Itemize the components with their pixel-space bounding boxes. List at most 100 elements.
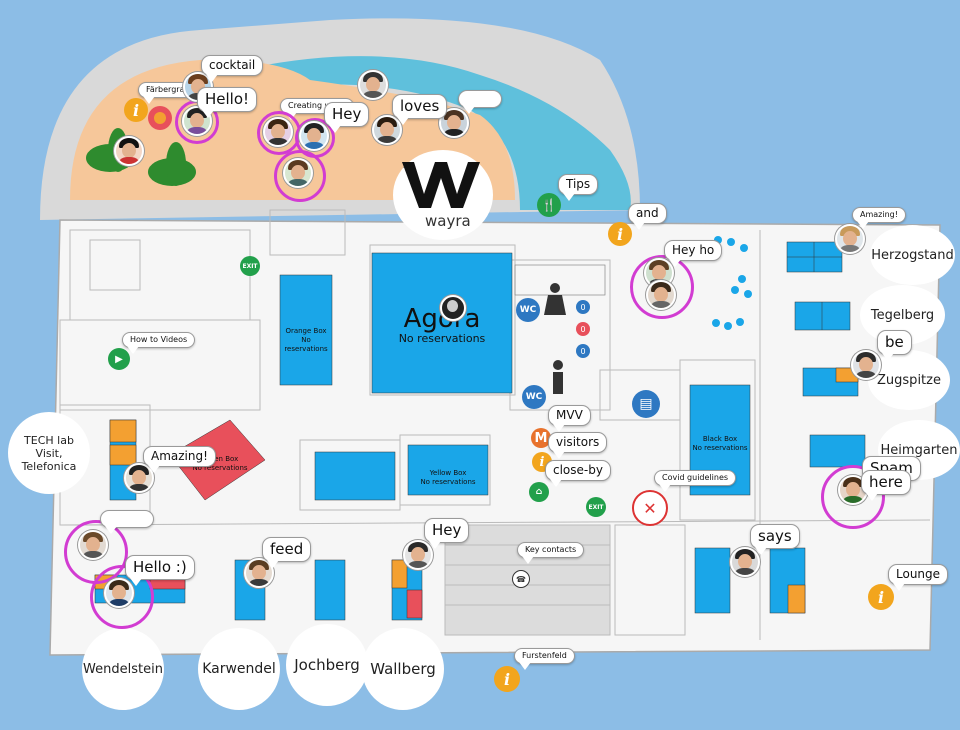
how-to-text: How to Videos [130, 335, 188, 344]
chat-bubble[interactable]: says [750, 524, 800, 555]
chat-bubble[interactable]: cocktail [201, 55, 264, 82]
room-orange-box[interactable]: Orange Box No reservations [280, 325, 332, 355]
contacts-icon[interactable]: ☎ [512, 570, 530, 588]
printer-icon[interactable]: ▤ [632, 390, 660, 418]
chat-text: loves [400, 97, 440, 115]
user-avatar[interactable] [358, 70, 388, 100]
presence-ring [630, 255, 694, 319]
key-contacts-text: Key contacts [525, 545, 577, 554]
user-avatar[interactable] [263, 117, 293, 147]
room-wallberg-label: Wallberg [370, 660, 436, 678]
room-wallberg[interactable]: Wallberg [362, 628, 444, 710]
chat-bubble-empty[interactable] [458, 90, 502, 114]
wc-label: WC [519, 305, 537, 315]
key-contacts-bubble[interactable]: Key contacts [517, 542, 585, 564]
room-yellow-box-status: No reservations [420, 478, 476, 486]
agora-speaker-icon[interactable] [440, 295, 466, 321]
tips-bubble[interactable]: Tips [558, 174, 599, 201]
chat-bubble[interactable]: loves [392, 94, 448, 125]
user-avatar[interactable] [646, 280, 676, 310]
tips-icon[interactable]: 🍴 [537, 193, 561, 217]
room-herzogstand[interactable]: Herzogstand [870, 225, 955, 285]
user-avatar[interactable] [851, 350, 881, 380]
exit-glyph: EXIT [588, 503, 604, 511]
pool [240, 56, 631, 211]
room-jochberg[interactable]: Jochberg [286, 624, 368, 706]
room-agora[interactable]: Agora No reservations [372, 290, 512, 360]
chat-bubble[interactable]: Hey ho [664, 240, 723, 267]
nearby-icon[interactable]: ⌂ [529, 482, 549, 502]
user-avatar[interactable] [104, 578, 134, 608]
room-wendelstein[interactable]: Wendelstein [82, 628, 164, 710]
mvv-letter: M [534, 430, 548, 446]
room-herzogstand-label: Herzogstand [871, 247, 954, 263]
covid-text: Covid guidelines [662, 473, 729, 482]
room-green-box-name: Green Box [201, 455, 239, 463]
room-green-box[interactable]: Green Box No reservations [180, 450, 260, 478]
covid-bubble[interactable]: Covid guidelines [654, 470, 737, 492]
user-avatar[interactable] [124, 463, 154, 493]
visitors-bubble[interactable]: visitors [548, 432, 608, 459]
room-orange-box-name: Orange Box [285, 326, 327, 335]
user-avatar[interactable] [114, 136, 144, 166]
info-glyph: i [877, 587, 885, 607]
exit-icon: EXIT [586, 497, 606, 517]
room-black-box[interactable]: Black Box No reservations [690, 432, 750, 456]
chat-bubble[interactable]: feed [262, 537, 312, 568]
how-to-bubble[interactable]: How to Videos [122, 332, 196, 354]
info-icon[interactable]: i [608, 222, 632, 246]
chat-bubble[interactable]: Hey [324, 102, 370, 133]
chat-bubble[interactable]: Amazing! [143, 446, 216, 473]
user-avatar[interactable] [78, 530, 108, 560]
chat-bubble[interactable]: Hey [424, 518, 470, 549]
user-avatar[interactable] [403, 540, 433, 570]
count-value: 0 [580, 324, 586, 334]
chat-bubble[interactable]: be [877, 330, 912, 361]
fuerstenfeld-bubble[interactable]: Furstenfeld [514, 648, 575, 670]
mvv-icon[interactable]: M [531, 428, 551, 448]
room-black-box-name: Black Box [702, 435, 738, 443]
user-avatar[interactable] [299, 121, 329, 151]
user-avatar[interactable] [283, 158, 313, 188]
room-tech-lab-label: TECH lab Visit, Telefonica [21, 433, 77, 473]
chat-bubble[interactable]: and [628, 203, 667, 230]
close-by-bubble[interactable]: close-by [545, 460, 611, 487]
room-yellow-box[interactable]: Yellow Box No reservations [408, 466, 488, 490]
video-icon[interactable]: ▶ [108, 348, 130, 370]
chat-text: here [869, 473, 903, 491]
chat-text: says [758, 527, 792, 545]
info-icon[interactable]: i [868, 584, 894, 610]
close-by-text: close-by [553, 463, 603, 477]
count-value: 0 [580, 302, 586, 312]
info-faerberg-text: Färbergraben [146, 85, 200, 94]
chat-text: cocktail [209, 58, 256, 72]
chat-bubble[interactable]: Hello :) [125, 555, 195, 586]
room-green-box-status: No reservations [192, 464, 248, 472]
presence-ring [821, 465, 885, 529]
chat-bubble[interactable]: Amazing! [852, 207, 906, 229]
room-zugspitze[interactable]: Zugspitze [868, 350, 950, 410]
chat-text: feed [270, 540, 304, 558]
counter-badge: 0 [576, 344, 590, 358]
room-tech-lab[interactable]: TECH lab Visit, Telefonica [8, 412, 90, 494]
chat-bubble[interactable]: here [861, 470, 911, 501]
wc-icon[interactable]: WC [522, 385, 546, 409]
room-black-box-status: No reservations [692, 444, 748, 452]
user-avatar[interactable] [835, 224, 865, 254]
chat-text: Hey ho [672, 243, 715, 257]
wc-icon[interactable]: WC [516, 298, 540, 322]
tips-text: Tips [566, 177, 591, 191]
info-creating-text: Creating wave [288, 101, 346, 110]
info-icon[interactable]: i [494, 666, 520, 692]
covid-icon[interactable]: ✕ [632, 490, 668, 526]
user-avatar[interactable] [372, 115, 402, 145]
room-jochberg-label: Jochberg [294, 656, 360, 674]
chat-bubble[interactable]: Hello! [197, 87, 258, 118]
room-karwendel[interactable]: Karwendel [198, 628, 280, 710]
chat-text: Amazing! [151, 449, 208, 463]
chat-bubble-empty[interactable] [100, 510, 154, 534]
lounge-bubble[interactable]: Lounge [888, 564, 949, 591]
chat-text: Hey [332, 105, 362, 123]
mvv-bubble[interactable]: MVV [548, 405, 591, 432]
